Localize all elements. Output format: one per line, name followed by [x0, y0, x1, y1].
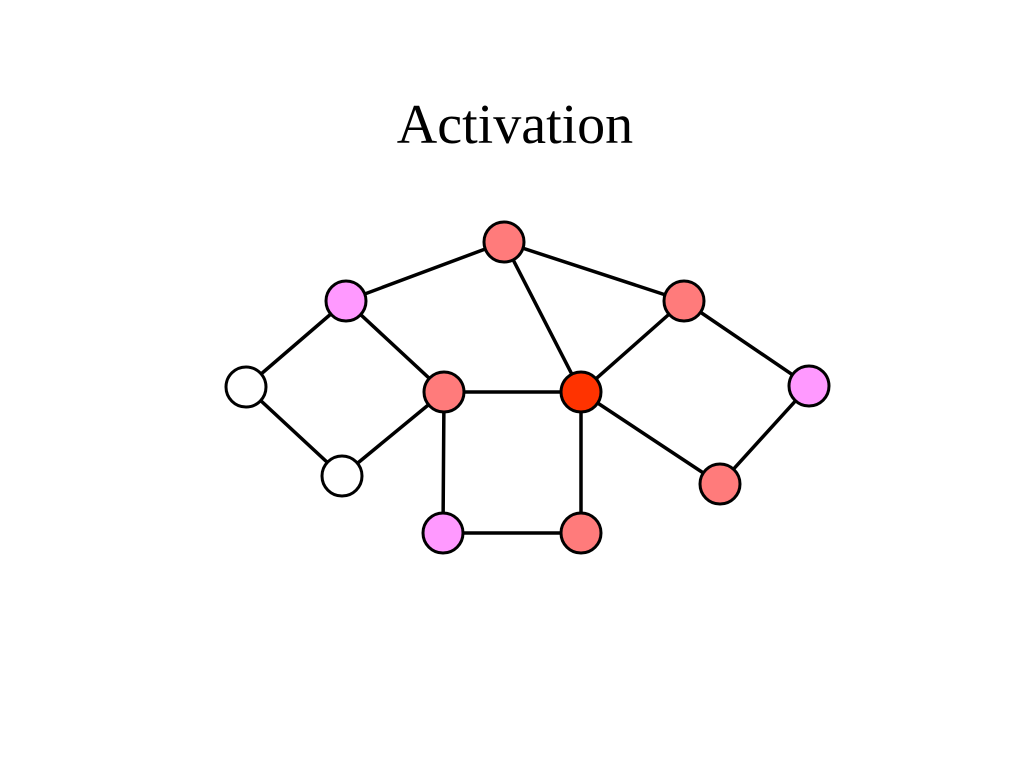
node-upper-left	[324, 279, 368, 323]
node-lower-right	[698, 462, 742, 506]
edge-upper-left-center-left	[344, 299, 446, 394]
node-bottom-left	[421, 511, 465, 555]
node-bottom-right	[559, 511, 603, 555]
node-center-right	[559, 370, 603, 414]
edge-far-left-lower-left	[244, 385, 344, 478]
edge-center-right-upper-right	[579, 299, 686, 394]
graph-edges	[244, 240, 811, 535]
slide-title: Activation	[396, 94, 634, 156]
edge-upper-left-top	[344, 240, 506, 303]
edge-lower-right-far-right	[718, 384, 811, 486]
graph-nodes	[224, 220, 831, 555]
edge-center-right-lower-right	[579, 390, 722, 486]
node-top	[482, 220, 526, 264]
node-far-right	[787, 364, 831, 408]
node-far-left	[224, 365, 268, 409]
edge-lower-left-center-left	[340, 390, 446, 478]
edge-center-left-bottom-left	[441, 390, 446, 535]
node-center-left	[422, 370, 466, 414]
edge-far-left-upper-left	[244, 299, 348, 389]
edge-top-center-right	[502, 240, 583, 394]
edge-top-upper-right	[502, 240, 686, 303]
node-lower-left	[320, 454, 364, 498]
edge-upper-right-far-right	[682, 299, 811, 388]
node-upper-right	[662, 279, 706, 323]
